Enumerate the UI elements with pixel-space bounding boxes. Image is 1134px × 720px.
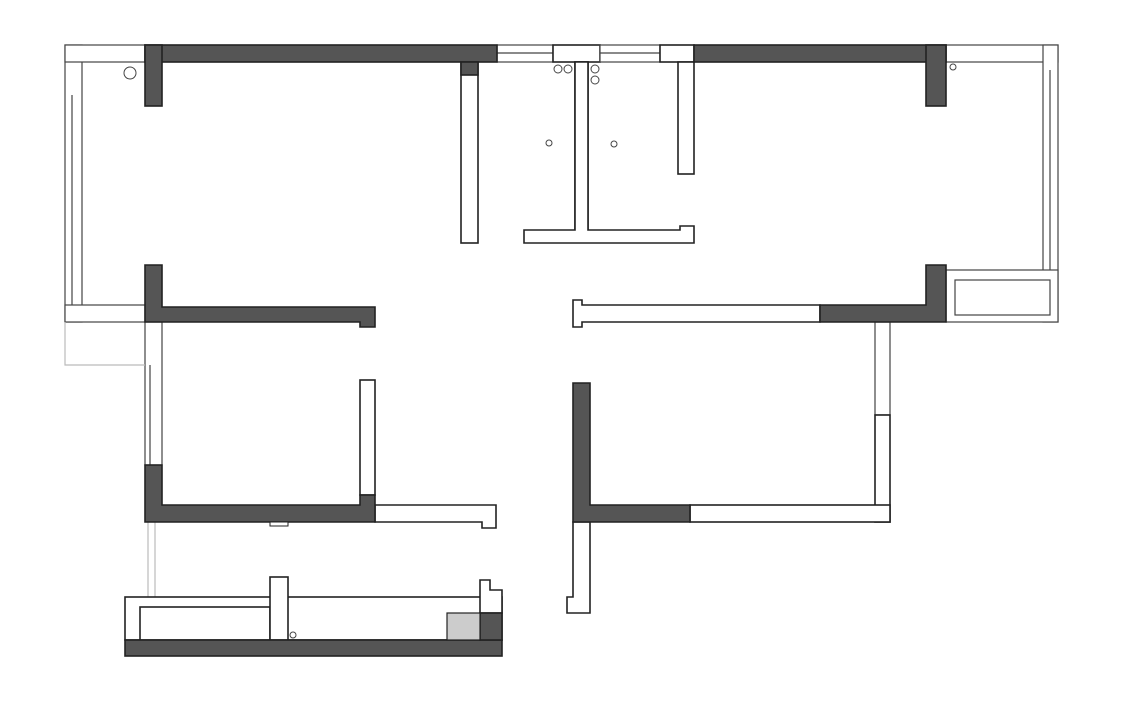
partition-wall — [689, 504, 891, 523]
partition-wall — [566, 521, 591, 614]
floor-drain-icon — [545, 139, 553, 147]
load-bearing-wall — [144, 264, 376, 328]
load-bearing-wall — [572, 382, 691, 523]
load-bearing-wall — [925, 44, 947, 107]
partition-wall — [479, 579, 503, 614]
load-bearing-wall — [144, 44, 163, 107]
pipe-icon — [590, 64, 600, 74]
floor-drain-icon — [610, 140, 618, 148]
pipe-icon — [949, 63, 957, 71]
windows — [64, 44, 1059, 466]
window-mid-right — [874, 321, 891, 416]
load-bearing-wall — [479, 612, 503, 641]
window-mid-left — [144, 321, 163, 466]
fixtures — [123, 63, 957, 639]
partition-wall — [269, 576, 289, 641]
load-bearing-wall — [460, 61, 479, 76]
load-bearing-wall — [144, 464, 376, 523]
partition-wall — [572, 299, 821, 328]
window-left-bottom — [64, 304, 146, 323]
window-left — [64, 44, 83, 323]
partition-walls — [124, 61, 891, 641]
load-bearing-wall — [819, 264, 947, 323]
load-bearing-walls — [124, 44, 947, 657]
load-bearing-wall — [693, 44, 947, 63]
partition-wall — [523, 61, 695, 244]
window-top-right — [945, 44, 1059, 63]
load-bearing-wall — [124, 639, 503, 657]
partition-wall — [374, 504, 497, 529]
door-stop — [269, 521, 289, 527]
drain-icon — [123, 66, 137, 80]
pillar — [552, 44, 601, 63]
pipe-icon — [563, 64, 573, 74]
load-bearing-wall — [144, 44, 498, 63]
pipe-icon — [590, 75, 600, 85]
partition-wall — [460, 61, 479, 244]
pipe-icon — [553, 64, 563, 74]
bay-window-inner — [954, 279, 1051, 316]
partition-wall — [677, 61, 695, 175]
partition-wall — [359, 379, 376, 496]
floor-drain-icon — [289, 631, 297, 639]
faint-balcony-lines — [64, 322, 156, 597]
pillar — [659, 44, 695, 63]
balcony-inner — [139, 606, 271, 641]
shaft — [446, 612, 481, 641]
window-top-left-corner — [64, 44, 146, 63]
